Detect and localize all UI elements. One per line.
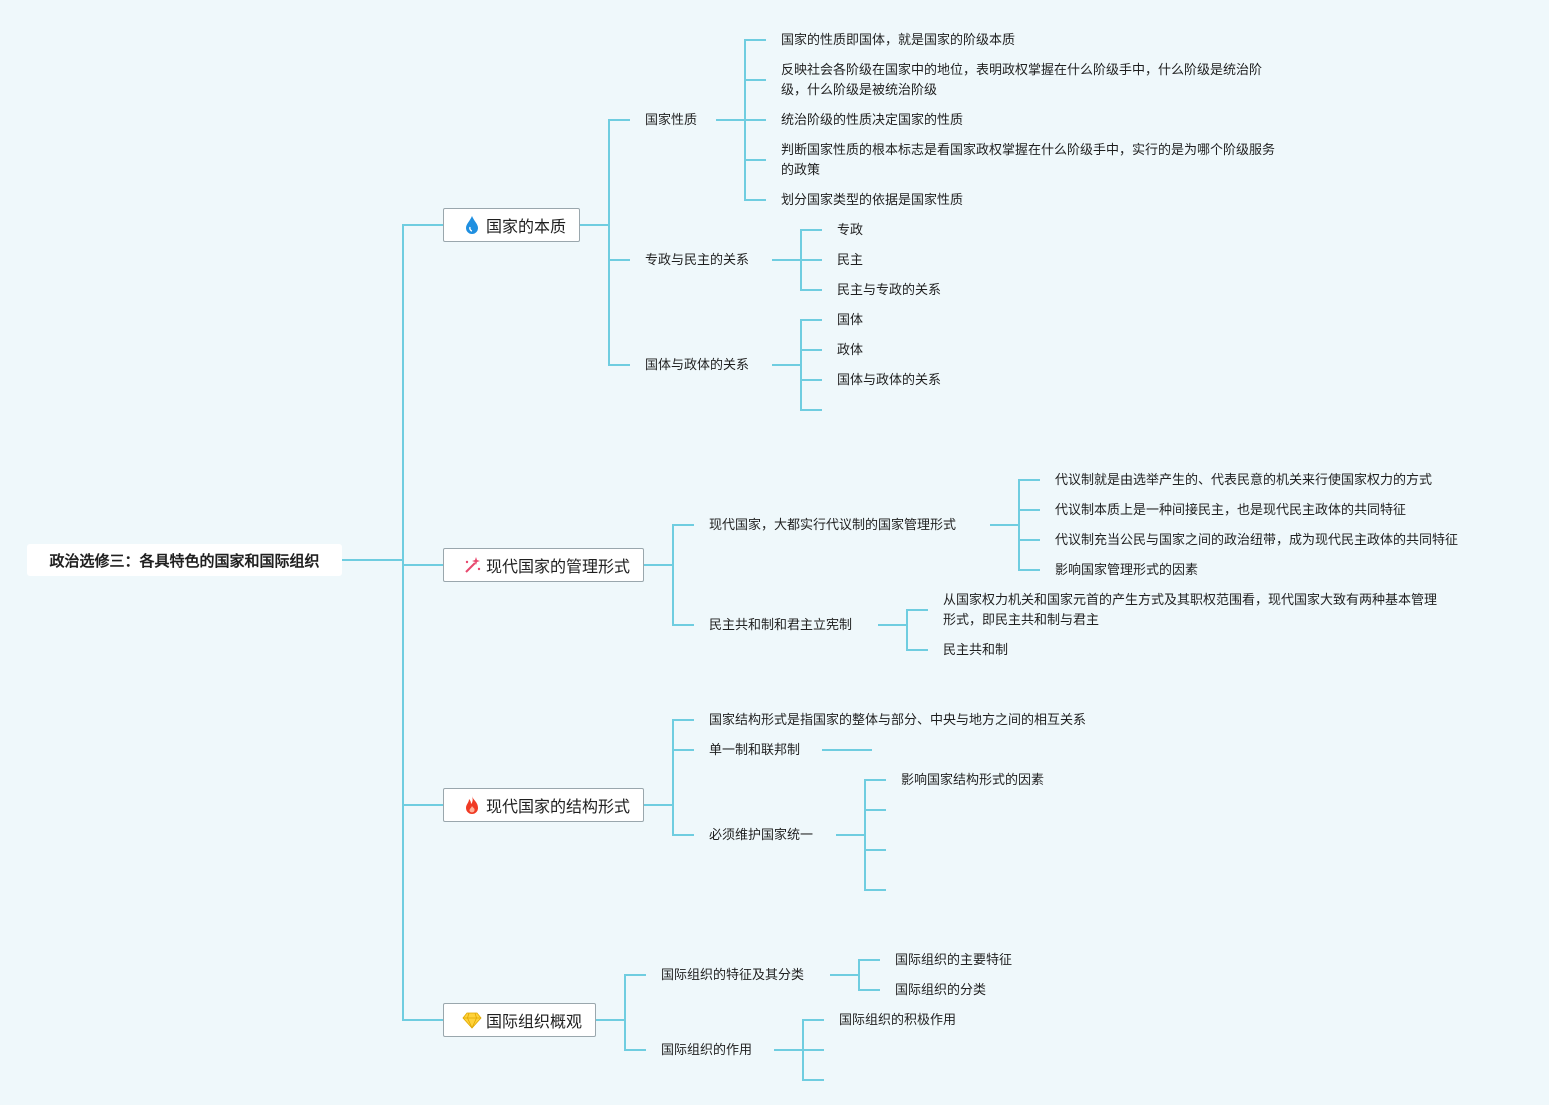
leaf-item[interactable]: 划分国家类型的依据是国家性质 [781,193,964,208]
branch-nature-of-state[interactable]: 国家的本质 [443,208,580,242]
topic-org-role[interactable]: 国际组织的作用 [661,1043,753,1058]
branch-international-org[interactable]: 国际组织概观 [443,1003,596,1037]
leaf-item[interactable]: 国体与政体的关系 [837,373,942,388]
leaf-item[interactable]: 民主与专政的关系 [837,283,942,298]
diamond-icon [462,1010,482,1030]
leaf-item[interactable]: 专政 [837,223,864,238]
leaf-item[interactable]: 国际组织的主要特征 [895,953,1013,968]
magic-wand-icon [462,555,482,575]
topic-org-features[interactable]: 国际组织的特征及其分类 [661,968,805,983]
leaf-item[interactable]: 代议制就是由选举产生的、代表民意的机关来行使国家权力的方式 [1055,473,1433,488]
leaf-item[interactable]: 反映社会各阶级在国家中的地位，表明政权掌握在什么阶级手中，什么阶级是统治阶级，什… [781,63,1263,98]
leaf-item[interactable]: 判断国家性质的根本标志是看国家政权掌握在什么阶级手中，实行的是为哪个阶级服务的政… [781,143,1276,178]
leaf-item[interactable]: 国家的性质即国体，就是国家的阶级本质 [781,33,1016,48]
fire-icon [462,795,482,815]
leaf-item[interactable]: 国际组织的积极作用 [839,1013,957,1028]
branch-management-form[interactable]: 现代国家的管理形式 [443,548,644,582]
topic-dictatorship-democracy[interactable]: 专政与民主的关系 [645,253,750,268]
water-drop-icon [462,215,482,235]
branch-label: 国际组织概观 [486,1012,583,1031]
root-topic[interactable]: 政治选修三：各具特色的国家和国际组织 [27,544,342,576]
branch-label: 现代国家的管理形式 [486,557,631,576]
leaf-item[interactable]: 代议制充当公民与国家之间的政治纽带，成为现代民主政体的共同特征 [1055,533,1459,548]
topic-state-system-relation[interactable]: 国体与政体的关系 [645,358,750,373]
leaf-item[interactable]: 从国家权力机关和国家元首的产生方式及其职权范围看，现代国家大致有两种基本管理形式… [943,593,1438,628]
leaf-item[interactable]: 国际组织的分类 [895,983,987,998]
topic-structure-definition[interactable]: 国家结构形式是指国家的整体与部分、中央与地方之间的相互关系 [709,713,1087,728]
topic-representative-system[interactable]: 现代国家，大都实行代议制的国家管理形式 [709,518,957,533]
topic-state-nature[interactable]: 国家性质 [645,113,698,128]
topic-republic-monarchy[interactable]: 民主共和制和君主立宪制 [709,618,853,633]
topic-unitary-federal[interactable]: 单一制和联邦制 [709,743,801,758]
leaf-item[interactable]: 政体 [837,343,864,358]
leaf-item[interactable]: 国体 [837,313,864,328]
branch-label: 国家的本质 [486,217,567,236]
branch-label: 现代国家的结构形式 [486,797,631,816]
leaf-item[interactable]: 统治阶级的性质决定国家的性质 [781,113,964,128]
leaf-item[interactable]: 民主 [837,253,864,268]
leaf-item[interactable]: 民主共和制 [943,643,1009,658]
topic-national-unity[interactable]: 必须维护国家统一 [709,828,814,843]
branch-structure-form[interactable]: 现代国家的结构形式 [443,788,644,822]
leaf-item[interactable]: 代议制本质上是一种间接民主，也是现代民主政体的共同特征 [1055,503,1407,518]
leaf-item[interactable]: 影响国家结构形式的因素 [901,773,1045,788]
leaf-item[interactable]: 影响国家管理形式的因素 [1055,563,1199,578]
